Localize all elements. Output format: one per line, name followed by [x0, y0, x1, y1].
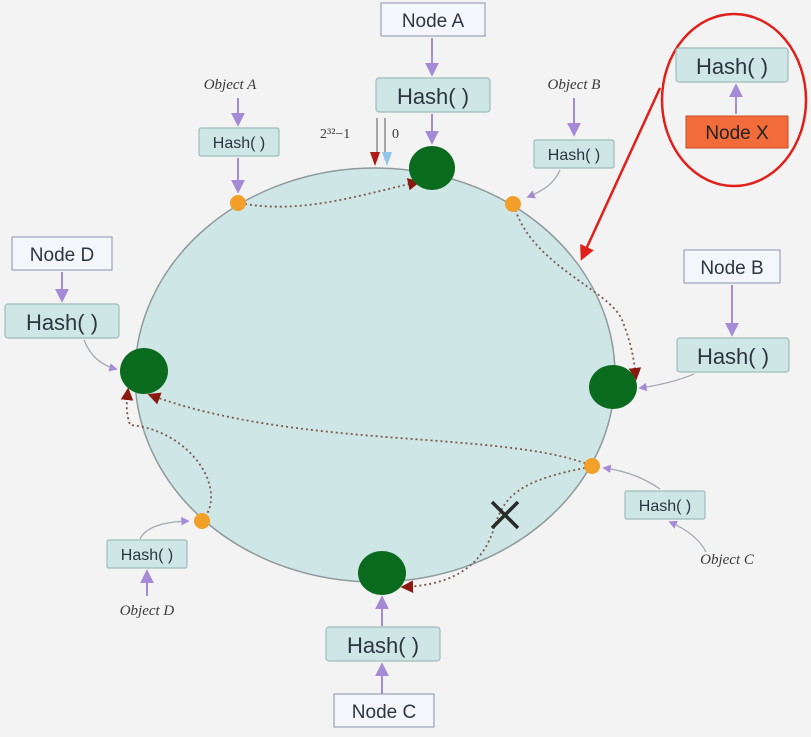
- ring-range-marker: 2³²−1 0: [320, 118, 399, 166]
- node-a-hash-label: Hash( ): [397, 84, 469, 109]
- node-x-hash-box: [675, 47, 789, 83]
- node-b-hash-label: Hash( ): [697, 344, 769, 369]
- object-c-dot: [584, 458, 600, 474]
- range-end-icon: [370, 152, 380, 166]
- object-d-label: Object D: [120, 603, 175, 619]
- node-d-box: [11, 236, 113, 271]
- object-d-hash-label: Hash( ): [121, 547, 173, 564]
- node-a-dot: [409, 146, 455, 190]
- flow-object-c-to-node-c-removed: [400, 466, 591, 593]
- node-x-label: Node X: [705, 123, 769, 144]
- node-d-hash-box: [4, 303, 120, 339]
- node-b-box: [683, 249, 781, 284]
- object-c-to-hash-arrow: [668, 520, 707, 553]
- object-d-dot: [194, 513, 210, 529]
- object-d-hash-box: [106, 539, 188, 569]
- node-d-dot: [120, 348, 168, 394]
- node-a-label: Node A: [402, 11, 465, 32]
- object-c-hash-label: Hash( ): [639, 498, 691, 515]
- object-b-hash-to-ring-arrow: [526, 169, 561, 199]
- node-b-hash-box: [676, 337, 790, 373]
- x-mark-icon: [490, 500, 520, 530]
- object-c-hash-to-ring-arrow: [602, 464, 661, 490]
- object-b-hash-label: Hash( ): [548, 147, 600, 164]
- object-b-hash-box: [533, 139, 615, 169]
- node-d-label: Node D: [30, 245, 94, 266]
- object-a-hash-label: Hash( ): [213, 135, 265, 152]
- range-zero-label: 0: [392, 127, 399, 142]
- node-c-hash-label: Hash( ): [347, 633, 419, 658]
- object-b-dot: [505, 196, 521, 212]
- node-x-insert-arrow: [580, 87, 662, 261]
- range-max-label: 2³²−1: [320, 127, 350, 142]
- node-x-highlight-circle: [660, 12, 808, 188]
- node-a-hash-box: [375, 77, 491, 113]
- node-b-dot: [589, 365, 637, 409]
- object-a-hash-box: [198, 127, 280, 157]
- flow-object-a-to-node-a: [239, 178, 421, 208]
- node-c-label: Node C: [352, 702, 416, 723]
- node-d-hash-to-ring-arrow: [83, 339, 118, 372]
- node-c-box: [333, 693, 435, 728]
- flow-object-b-to-node-b: [513, 204, 642, 381]
- node-x-box: [685, 115, 789, 149]
- node-d-hash-label: Hash( ): [26, 310, 98, 335]
- object-b-label: Object B: [548, 77, 601, 93]
- object-c-hash-box: [624, 490, 706, 520]
- flow-object-c-to-node-d: [147, 392, 591, 466]
- node-a-box: [380, 2, 486, 37]
- node-b-label: Node B: [700, 258, 763, 279]
- object-c-label: Object C: [700, 552, 755, 568]
- range-start-icon: [382, 152, 392, 166]
- object-d-hash-to-ring-arrow: [139, 517, 190, 540]
- node-b-hash-to-ring-arrow: [638, 373, 695, 392]
- flow-object-d-to-node-d: [120, 387, 213, 522]
- node-c-dot: [358, 551, 406, 595]
- object-a-dot: [230, 195, 246, 211]
- node-c-hash-box: [325, 626, 441, 662]
- object-a-label: Object A: [204, 77, 257, 93]
- node-x-hash-label: Hash( ): [696, 54, 768, 79]
